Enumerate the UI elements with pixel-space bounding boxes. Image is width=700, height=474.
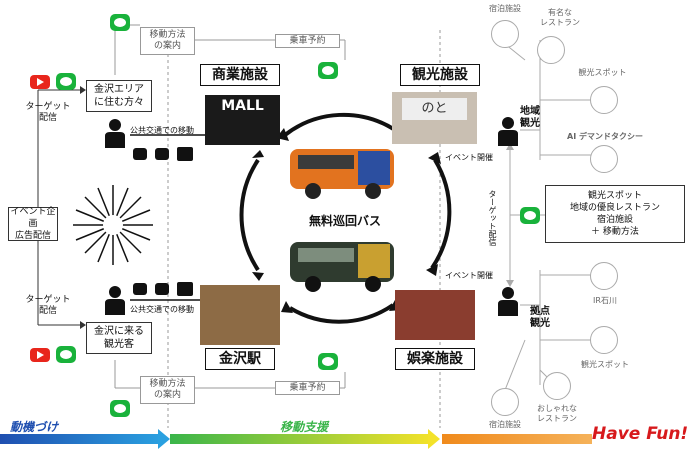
noto-sign: のと	[402, 98, 467, 120]
tourists-box: 金沢に来る 観光客	[86, 322, 152, 354]
person-icon	[498, 117, 518, 146]
motivation-bar	[0, 434, 162, 444]
kanazawa-station-label: 金沢駅	[205, 348, 275, 370]
chat-icon	[110, 14, 130, 31]
arrow-head	[428, 429, 440, 449]
stylish-restaurant-label: おしゃれな レストラン	[537, 404, 577, 423]
motivation-label: 動機づけ	[10, 420, 59, 434]
move-support-bar	[170, 434, 432, 444]
target-dist-label-bottom: ターゲット 配信	[25, 295, 71, 316]
restaurant-icon	[537, 36, 565, 64]
chat-icon	[520, 207, 540, 224]
chat-icon	[318, 62, 338, 79]
tourism-facility-photo: のと	[392, 92, 477, 144]
target-dist-vertical-label: ターゲット配信	[488, 190, 497, 246]
hub-tourism-label: 拠点 観光	[530, 306, 550, 329]
youtube-icon	[30, 348, 50, 362]
mall-sign: MALL	[221, 98, 264, 114]
target-dist-label-top: ターゲット 配信	[25, 102, 71, 123]
person-icon	[498, 287, 518, 316]
ai-taxi-label: AI デマンドタクシー	[567, 132, 643, 141]
have-fun-bar	[442, 434, 592, 444]
arrow-head	[158, 429, 170, 449]
transport-icons	[133, 147, 193, 161]
ir-ishikawa-label: IR石川	[593, 296, 617, 305]
info-box: 観光スポット 地域の優良レストラン 宿泊施設 ＋ 移動方法	[545, 185, 685, 243]
tourism-facility-label: 観光施設	[400, 64, 480, 86]
boarding-box-bottom: 乗車予約	[275, 381, 340, 395]
firework-icon	[73, 185, 153, 265]
youtube-icon	[30, 75, 50, 89]
free-bus-label: 無料巡回バス	[308, 214, 381, 228]
move-method-box-top: 移動方法 の案内	[140, 27, 195, 55]
event-held-label-bottom: イベント開催	[445, 271, 493, 280]
tourist-spot-label-bottom: 観光スポット	[581, 360, 629, 369]
chat-icon	[110, 400, 130, 417]
chat-icon	[318, 353, 338, 370]
taxi-icon	[590, 145, 618, 173]
kanazawa-station-photo	[200, 285, 280, 345]
move-method-box-bottom: 移動方法 の案内	[140, 376, 195, 404]
person-icon	[105, 286, 125, 315]
transport-icons	[133, 282, 193, 296]
lodging-label-bottom: 宿泊施設	[489, 420, 521, 429]
cheers-icon	[543, 372, 571, 400]
mall-image: MALL	[205, 95, 280, 145]
area-residents-box: 金沢エリア に住む方々	[86, 80, 152, 112]
event-held-label-top: イベント開催	[445, 153, 493, 162]
event-ad-box: イベント企画 広告配信	[8, 207, 58, 241]
public-transport-label-bottom: 公共交通での移動	[130, 305, 194, 314]
torii-icon	[590, 326, 618, 354]
entertainment-facility-label: 娯楽施設	[395, 348, 475, 370]
hotel-icon	[491, 20, 519, 48]
regional-tourism-label: 地域 観光	[520, 106, 540, 129]
person-icon	[105, 119, 125, 148]
tourist-spot-label-top: 観光スポット	[578, 68, 627, 77]
lodging-label-top: 宿泊施設	[489, 4, 521, 13]
move-support-label: 移動支援	[280, 420, 329, 434]
famous-restaurant-label: 有名な レストラン	[540, 8, 580, 27]
have-fun-label: Have Fun!	[592, 424, 689, 444]
commercial-facility-label: 商業施設	[200, 64, 280, 86]
bus-image-orange	[290, 149, 394, 199]
chat-icon	[56, 346, 76, 363]
chat-icon	[56, 73, 76, 90]
public-transport-label-top: 公共交通での移動	[130, 126, 194, 135]
bus-image-green	[290, 242, 394, 292]
bus-stop-icon	[590, 262, 618, 290]
entertainment-photo	[395, 290, 475, 340]
boarding-box-top: 乗車予約	[275, 34, 340, 48]
hotel-icon	[491, 388, 519, 416]
sunrise-icon	[590, 86, 618, 114]
